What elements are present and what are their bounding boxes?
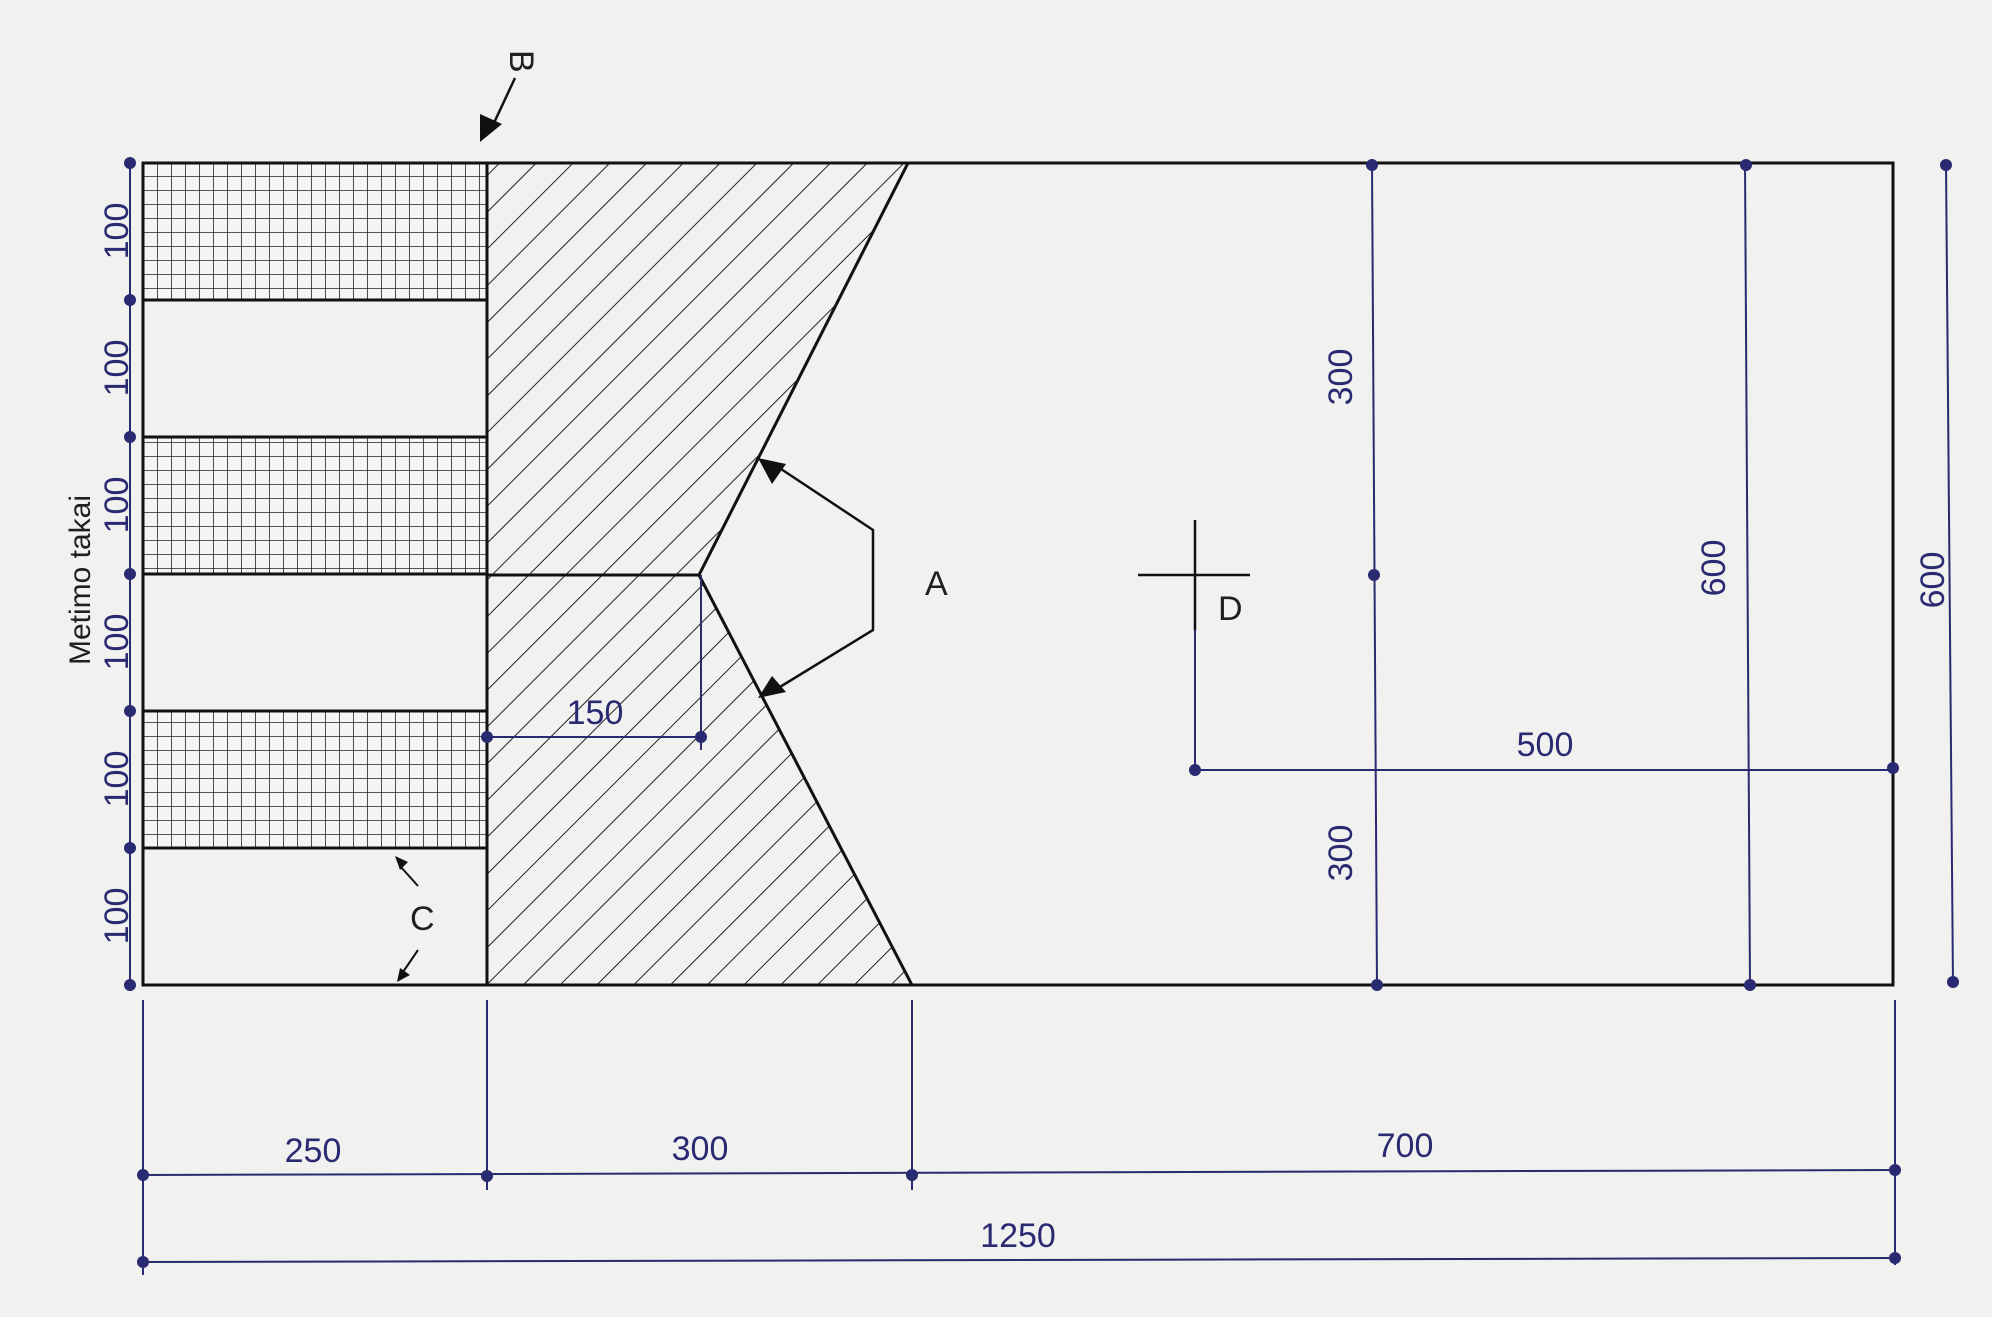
left-dim-1: 100 — [98, 203, 136, 260]
dim-250: 250 — [285, 1132, 342, 1170]
dimension-lines — [129, 162, 1954, 1275]
grid-strip-1 — [141, 161, 489, 302]
side-label: Metimo takai — [64, 495, 97, 665]
label-a: A — [925, 565, 948, 603]
hatched-zone-upper — [485, 161, 911, 577]
arrow-b-shaft — [491, 77, 517, 126]
dim-700: 700 — [1377, 1127, 1434, 1165]
dim-300-bottom: 300 — [1322, 825, 1360, 882]
left-dim-6: 100 — [98, 888, 136, 945]
arrow-c-up-shaft — [399, 865, 419, 887]
dim-500: 500 — [1517, 726, 1574, 764]
dim-300: 300 — [672, 1130, 729, 1168]
dim-150: 150 — [567, 694, 624, 732]
grid-strip-2 — [141, 435, 489, 576]
arrowhead-c-up-icon — [395, 856, 408, 870]
label-b: B — [502, 50, 540, 73]
dim-600-inner: 600 — [1695, 540, 1733, 597]
left-dim-2: 100 — [98, 340, 136, 397]
dim-600-outer: 600 — [1914, 552, 1952, 609]
left-dim-4: 100 — [98, 614, 136, 671]
center-mark — [1138, 520, 1250, 630]
dimension-dots — [124, 157, 1959, 1268]
hatched-zone-lower — [485, 573, 915, 987]
arrowhead-b-icon — [480, 114, 502, 142]
dim-1250: 1250 — [980, 1217, 1056, 1255]
arrow-c-down-shaft — [402, 949, 419, 973]
left-dim-3: 100 — [98, 477, 136, 534]
label-c: C — [410, 900, 435, 938]
grid-strip-3 — [141, 709, 489, 850]
label-d: D — [1218, 590, 1243, 628]
left-dim-5: 100 — [98, 751, 136, 808]
dim-300-top: 300 — [1322, 349, 1360, 406]
arrowhead-c-down-icon — [397, 968, 410, 982]
arrows-a — [774, 463, 875, 692]
arrowhead-a-top-icon — [758, 458, 786, 484]
arrowhead-a-bottom-icon — [758, 676, 786, 698]
